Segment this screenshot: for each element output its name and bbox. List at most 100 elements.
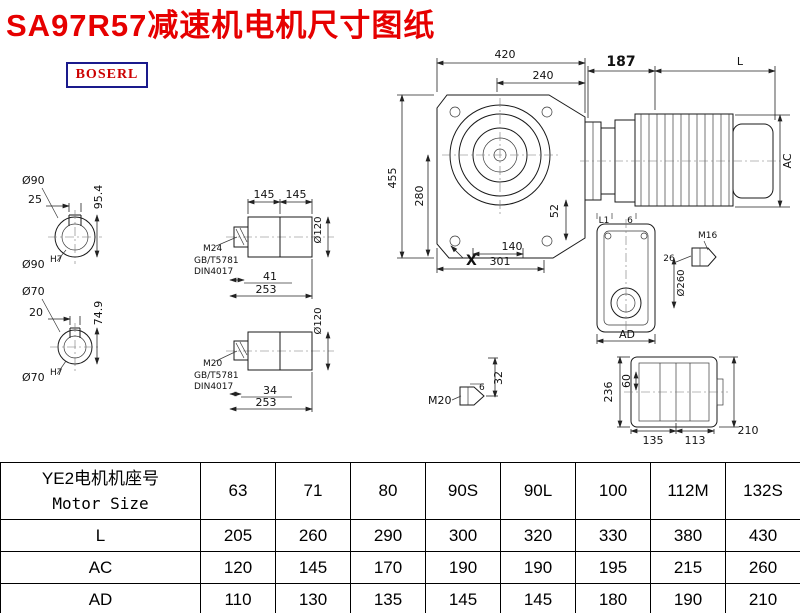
table-cell: 195	[575, 551, 651, 584]
dimension-140: 140	[472, 240, 524, 258]
svg-text:Ø70: Ø70	[22, 371, 45, 384]
svg-text:20: 20	[29, 306, 43, 319]
table-header-motor-size: YE2电机机座号 Motor Size	[0, 462, 201, 520]
table-cell: 120	[200, 551, 276, 584]
svg-text:455: 455	[386, 168, 399, 189]
svg-text:6: 6	[479, 383, 485, 393]
table-cell: 260	[725, 551, 800, 584]
size-col-header: 100	[575, 462, 651, 520]
svg-text:32: 32	[492, 371, 505, 385]
svg-text:253: 253	[256, 396, 277, 409]
dimension-301: 301	[436, 248, 545, 273]
page-title: SA97R57减速机电机尺寸图纸	[6, 8, 436, 43]
table-cell: 215	[650, 551, 726, 584]
svg-text:145: 145	[286, 188, 307, 201]
main-view-gearbox	[436, 94, 586, 259]
svg-text:41: 41	[263, 270, 277, 283]
table-cell: 145	[275, 551, 351, 584]
motor-size-table: YE2电机机座号 Motor Size 63 71 80 90S 90L 100…	[0, 462, 800, 613]
svg-text:Ø120: Ø120	[312, 308, 324, 335]
svg-text:187: 187	[606, 54, 635, 70]
svg-text:AD: AD	[619, 328, 635, 341]
svg-text:60: 60	[620, 374, 633, 388]
svg-text:301: 301	[490, 255, 511, 268]
main-view-motor	[580, 113, 780, 207]
table-cell: 290	[350, 519, 426, 552]
svg-text:X: X	[466, 253, 477, 269]
rear-view-motor: 236 60 135 113 210	[602, 356, 759, 447]
table-cell: 170	[350, 551, 426, 584]
svg-text:74.9: 74.9	[92, 301, 105, 326]
svg-text:145: 145	[254, 188, 275, 201]
table-cell: 300	[425, 519, 501, 552]
svg-text:Ø260: Ø260	[675, 270, 687, 297]
svg-text:52: 52	[548, 204, 561, 218]
svg-text:6: 6	[627, 216, 633, 226]
svg-text:L1: L1	[599, 216, 610, 226]
svg-text:H7: H7	[50, 255, 63, 265]
svg-text:DIN4017: DIN4017	[194, 267, 233, 277]
motor-size-label-en: Motor Size	[52, 494, 149, 513]
svg-text:420: 420	[495, 48, 516, 61]
dimension-52: 52	[548, 199, 569, 241]
table-cell: 190	[650, 583, 726, 613]
svg-text:L: L	[737, 55, 744, 68]
size-col-header: 90S	[425, 462, 501, 520]
table-cell: 320	[500, 519, 576, 552]
dimension-455: 455	[386, 94, 434, 259]
table-cell: 180	[575, 583, 651, 613]
svg-text:M20: M20	[203, 359, 222, 369]
detail-shaft-lower: Ø120 M20 GB/T5781 DIN4017 34 253	[194, 308, 334, 412]
size-col-header: 71	[275, 462, 351, 520]
detail-shaft-upper: 145 145 Ø120 M24 GB/T5781 DIN4017 41 253	[194, 188, 334, 299]
svg-text:GB/T5781: GB/T5781	[194, 256, 239, 266]
svg-text:M24: M24	[203, 244, 222, 254]
svg-text:AC: AC	[781, 153, 794, 168]
size-col-header: 90L	[500, 462, 576, 520]
section-shaft-90: Ø90 25 95.4 Ø90 H7	[22, 174, 105, 271]
table-cell: 430	[725, 519, 800, 552]
boserl-logo: BOSERL	[66, 62, 148, 88]
svg-text:Ø90: Ø90	[22, 174, 45, 187]
dimension-240: 240	[496, 69, 586, 92]
x-marker: X	[450, 245, 477, 269]
table-cell: 205	[200, 519, 276, 552]
table-cell: 145	[425, 583, 501, 613]
svg-text:113: 113	[685, 434, 706, 447]
svg-text:Ø70: Ø70	[22, 285, 45, 298]
table-cell: 210	[725, 583, 800, 613]
row-label: AC	[0, 551, 201, 584]
dimension-420: 420	[436, 48, 586, 113]
table-cell: 110	[200, 583, 276, 613]
table-cell: 130	[275, 583, 351, 613]
size-col-header: 63	[200, 462, 276, 520]
svg-text:Ø90: Ø90	[22, 258, 45, 271]
table-cell: 380	[650, 519, 726, 552]
dimension-L: L	[654, 55, 776, 120]
table-cell: 190	[500, 551, 576, 584]
table-cell: 330	[575, 519, 651, 552]
table-row-L: L 205 260 290 300 320 330 380 430	[0, 519, 800, 552]
svg-text:Ø120: Ø120	[312, 217, 324, 244]
svg-text:M20: M20	[428, 394, 452, 407]
table-row-AD: AD 110 130 135 145 145 180 190 210	[0, 583, 800, 613]
svg-text:280: 280	[413, 186, 426, 207]
dimension-187: 187	[587, 54, 656, 118]
size-col-header: 112M	[650, 462, 726, 520]
table-header-row: YE2电机机座号 Motor Size 63 71 80 90S 90L 100…	[0, 462, 800, 520]
svg-text:135: 135	[643, 434, 664, 447]
side-view-gearbox: L1 6 M16 26 Ø260 AD	[596, 213, 717, 344]
svg-text:M16: M16	[698, 231, 717, 241]
dimension-280: 280	[413, 154, 431, 257]
logo-text: BOSERL	[75, 67, 139, 82]
svg-text:25: 25	[28, 193, 42, 206]
svg-text:H7: H7	[50, 368, 63, 378]
size-col-header: 80	[350, 462, 426, 520]
svg-text:26: 26	[663, 254, 675, 264]
row-label: AD	[0, 583, 201, 613]
svg-text:34: 34	[263, 384, 277, 397]
svg-text:253: 253	[256, 283, 277, 296]
table-cell: 135	[350, 583, 426, 613]
svg-text:GB/T5781: GB/T5781	[194, 371, 239, 381]
